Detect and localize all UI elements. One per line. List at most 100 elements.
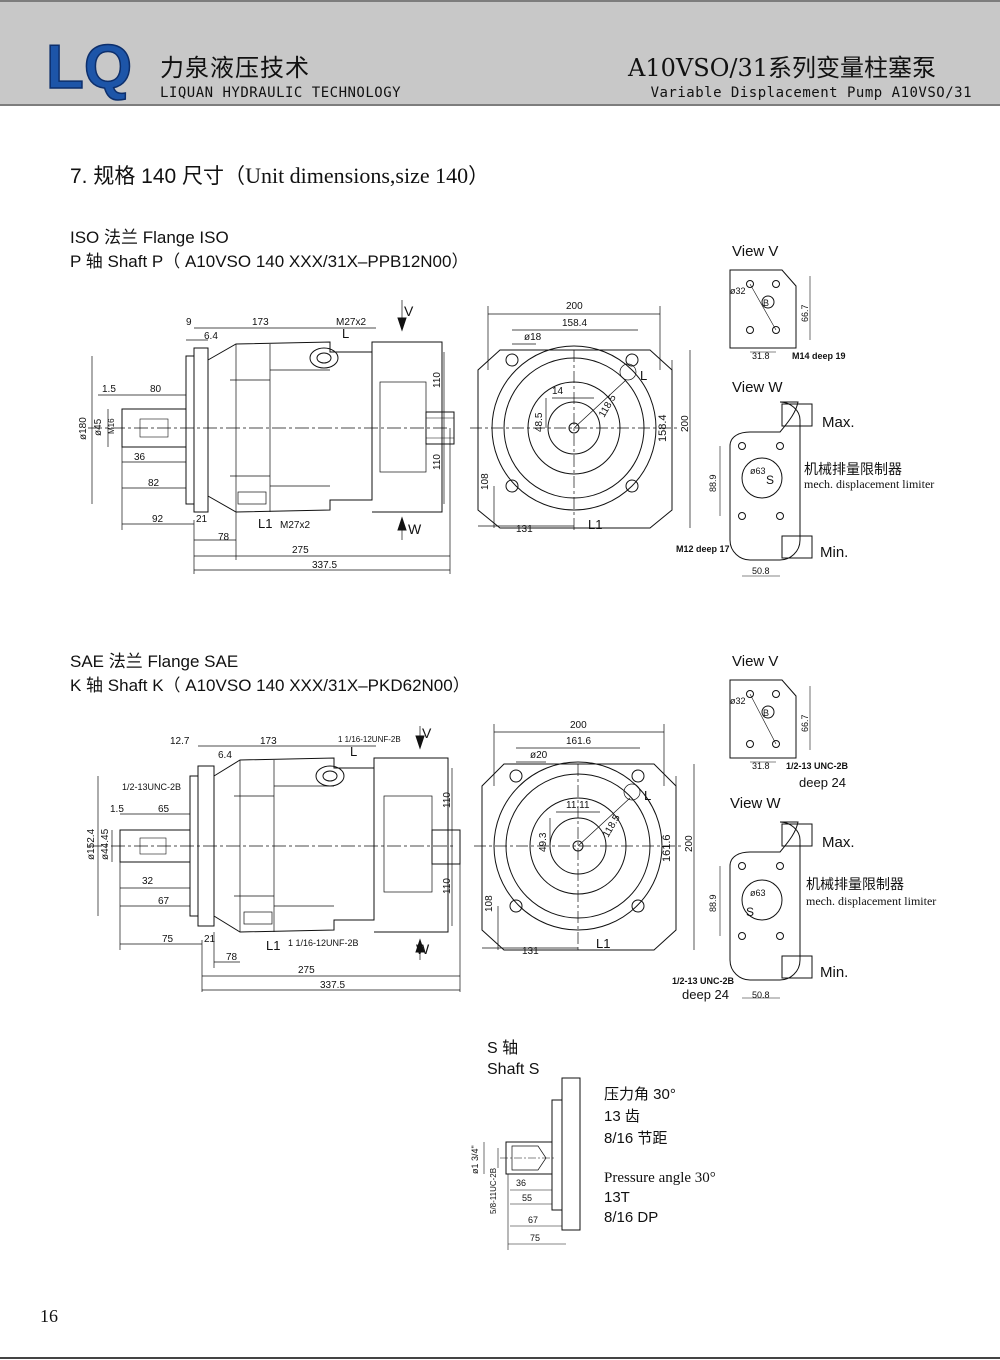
svg-text:11.11: 11.11 xyxy=(566,800,590,811)
svg-text:12.7: 12.7 xyxy=(170,736,190,747)
svg-text:ø20: ø20 xyxy=(530,750,548,761)
svg-text:LQ: LQ xyxy=(46,33,132,102)
svg-text:B: B xyxy=(763,708,769,718)
svg-text:1/2-13UNC-2B: 1/2-13UNC-2B xyxy=(122,782,181,792)
svg-text:L1: L1 xyxy=(266,938,280,953)
svg-text:200: 200 xyxy=(684,835,695,852)
svg-text:66.7: 66.7 xyxy=(800,304,810,322)
sae-view-w-label: View W xyxy=(730,795,781,812)
svg-text:ø18: ø18 xyxy=(524,332,542,343)
svg-text:36: 36 xyxy=(516,1178,526,1188)
svg-text:66.7: 66.7 xyxy=(800,714,810,732)
svg-text:78: 78 xyxy=(218,532,230,543)
sae-min-label: Min. xyxy=(820,964,849,981)
svg-text:80: 80 xyxy=(150,384,162,395)
section-title: 7. 规格 140 尺寸（Unit dimensions,size 140） xyxy=(70,163,490,188)
svg-text:S: S xyxy=(746,905,754,919)
svg-text:ø63: ø63 xyxy=(750,888,766,898)
svg-text:55: 55 xyxy=(522,1193,532,1203)
svg-text:48.5: 48.5 xyxy=(534,412,545,432)
svg-text:ø63: ø63 xyxy=(750,466,766,476)
svg-text:36: 36 xyxy=(134,452,146,463)
svg-text:31.8: 31.8 xyxy=(752,761,770,771)
svg-text:50.8: 50.8 xyxy=(752,566,770,576)
svg-text:158.4: 158.4 xyxy=(562,318,587,329)
svg-text:108: 108 xyxy=(480,473,491,490)
iso-view-w-label: View W xyxy=(732,379,783,396)
svg-text:21: 21 xyxy=(196,514,208,525)
svg-text:1/2-13 UNC-2B: 1/2-13 UNC-2B xyxy=(786,761,849,771)
svg-text:88.9: 88.9 xyxy=(708,894,718,912)
svg-text:5/8-11UC-2B: 5/8-11UC-2B xyxy=(489,1168,498,1214)
svg-text:92: 92 xyxy=(152,514,164,525)
svg-text:88.9: 88.9 xyxy=(708,474,718,492)
svg-text:ø1 3/4": ø1 3/4" xyxy=(470,1145,480,1174)
svg-text:M14 deep 19: M14 deep 19 xyxy=(792,351,846,361)
svg-text:M27x2: M27x2 xyxy=(280,520,310,531)
iso-view-v-label: View V xyxy=(732,243,779,260)
svg-text:200: 200 xyxy=(570,720,587,731)
svg-text:200: 200 xyxy=(680,415,691,432)
svg-text:118.5: 118.5 xyxy=(597,393,619,420)
svg-text:110: 110 xyxy=(442,878,453,894)
svg-text:L: L xyxy=(342,326,349,341)
sae-limiter-cn: 机械排量限制器 xyxy=(806,876,904,892)
svg-text:337.5: 337.5 xyxy=(320,980,345,991)
svg-text:L1: L1 xyxy=(596,936,610,951)
svg-text:32: 32 xyxy=(142,876,154,887)
svg-text:M12 deep 17: M12 deep 17 xyxy=(676,544,730,554)
svg-text:82: 82 xyxy=(148,478,160,489)
svg-text:131: 131 xyxy=(516,524,533,535)
page-number: 16 xyxy=(40,1306,58,1326)
svg-text:49.3: 49.3 xyxy=(538,832,549,852)
svg-text:337.5: 337.5 xyxy=(312,560,337,571)
iso-min-label: Min. xyxy=(820,544,849,561)
svg-text:V: V xyxy=(422,725,432,741)
footer-rule xyxy=(0,1357,1000,1359)
brand-name-en: LIQUAN HYDRAULIC TECHNOLOGY xyxy=(160,85,402,101)
svg-text:ø32: ø32 xyxy=(730,286,746,296)
svg-text:108: 108 xyxy=(484,895,495,912)
svg-text:275: 275 xyxy=(292,545,309,556)
svg-text:67: 67 xyxy=(528,1215,538,1225)
svg-text:6.4: 6.4 xyxy=(204,331,218,342)
svg-text:L: L xyxy=(644,788,651,803)
shaft-s-drawing: ø1 3/4" 5/8-11UC-2B 36 55 67 75 xyxy=(470,1077,581,1250)
svg-text:L: L xyxy=(640,368,647,383)
iso-limiter-en: mech. displacement limiter xyxy=(804,477,935,491)
svg-text:W: W xyxy=(416,941,430,957)
svg-text:200: 200 xyxy=(566,301,583,312)
page-header: LQ 力泉液压技术 LIQUAN HYDRAULIC TECHNOLOGY A1… xyxy=(0,0,1000,106)
svg-text:14: 14 xyxy=(552,386,564,397)
header-top-rule xyxy=(0,0,1000,2)
svg-text:ø32: ø32 xyxy=(730,696,746,706)
svg-text:ø180: ø180 xyxy=(78,417,89,440)
svg-text:31.8: 31.8 xyxy=(752,351,770,361)
svg-text:L1: L1 xyxy=(258,516,272,531)
svg-text:ø44.45: ø44.45 xyxy=(100,828,111,860)
svg-text:W: W xyxy=(408,521,422,537)
svg-text:110: 110 xyxy=(442,792,453,808)
svg-text:1.5: 1.5 xyxy=(110,804,124,815)
svg-text:21: 21 xyxy=(204,934,216,945)
svg-text:S: S xyxy=(766,473,774,487)
svg-text:M16: M16 xyxy=(107,418,116,434)
svg-text:75: 75 xyxy=(530,1233,540,1243)
svg-text:275: 275 xyxy=(298,965,315,976)
svg-text:1.5: 1.5 xyxy=(102,384,116,395)
sae-view-v-deep: deep 24 xyxy=(799,775,846,790)
svg-text:173: 173 xyxy=(260,736,277,747)
sae-caption: SAE 法兰 Flange SAE K 轴 Shaft K（ A10VSO 14… xyxy=(70,652,470,695)
svg-text:131: 131 xyxy=(522,946,539,957)
svg-text:75: 75 xyxy=(162,934,174,945)
svg-text:ø45: ø45 xyxy=(93,418,104,436)
svg-text:L: L xyxy=(350,744,357,759)
